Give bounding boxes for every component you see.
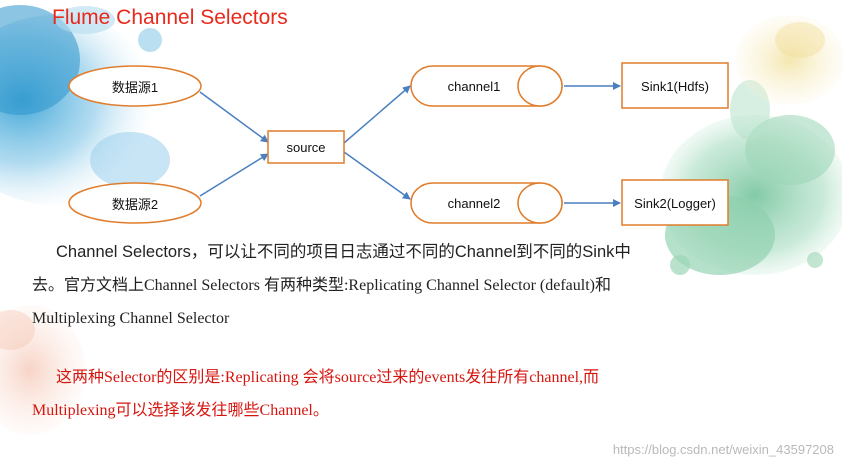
sink2-label: Sink2(Logger): [634, 195, 716, 211]
channel1-cylinder: [410, 65, 563, 107]
sink1-box: [621, 62, 729, 109]
difference-paragraph: 这两种Selector的区别是:Replicating 会将source过来的e…: [32, 361, 812, 427]
arrow-source1-to-hub: [199, 91, 269, 143]
difference-line-1: 这两种Selector的区别是:Replicating 会将source过来的e…: [56, 369, 600, 386]
sink2-box: [621, 179, 729, 226]
arrow-hub-to-channel2: [343, 151, 411, 200]
slide-title: Flume Channel Selectors: [52, 6, 288, 29]
arrow-hub-to-channel1: [343, 85, 411, 144]
sink1-label: Sink1(Hdfs): [641, 78, 709, 94]
channel2-label: channel2: [447, 195, 501, 211]
source1-label: 数据源1: [111, 79, 159, 95]
difference-line-2: Multiplexing可以选择该发往哪些Channel。: [32, 402, 329, 419]
hub-label: source: [286, 139, 326, 155]
description-line-1: Channel Selectors，可以让不同的项目日志通过不同的Channel…: [56, 243, 631, 261]
arrow-source2-to-hub: [199, 153, 269, 197]
source2-label: 数据源2: [111, 196, 159, 212]
green-splash: [660, 80, 842, 275]
blue-splash: [0, 5, 170, 217]
description-line-3: Multiplexing Channel Selector: [32, 310, 230, 327]
description-paragraph: Channel Selectors，可以让不同的项目日志通过不同的Channel…: [32, 236, 812, 335]
channel1-label: channel1: [447, 78, 501, 94]
flow-diagram: [68, 62, 729, 226]
csdn-watermark: https://blog.csdn.net/weixin_43597208: [612, 442, 834, 457]
pink-splash: [0, 305, 85, 435]
channel2-cylinder: [410, 182, 563, 224]
source2-ellipse: [68, 182, 202, 224]
hub-box: [267, 130, 345, 164]
source1-ellipse: [68, 65, 202, 107]
yellow-splash: [735, 15, 842, 105]
description-line-2: 去。官方文档上Channel Selectors 有两种类型:Replicati…: [32, 277, 611, 294]
